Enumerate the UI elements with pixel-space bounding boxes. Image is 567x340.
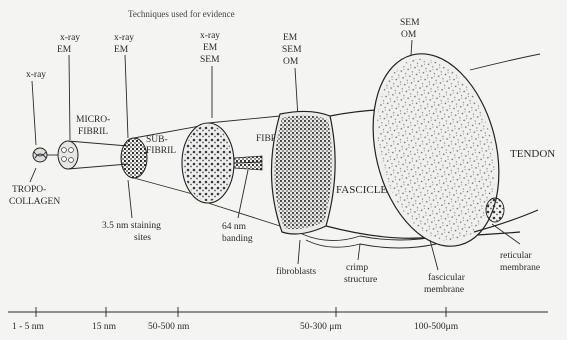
scale-label-3: 50-500 nm xyxy=(148,322,190,332)
leader-microfibril xyxy=(69,55,70,140)
scale-label-2: 15 nm xyxy=(92,322,117,332)
annotation-crimp-1: crimp xyxy=(346,263,368,273)
technique-fibril-3: SEM xyxy=(200,55,220,65)
label-fascicle: FASCICLE xyxy=(336,184,387,196)
annotation-staining-1: 3.5 nm staining xyxy=(102,221,161,231)
annotation-banding-2: banding xyxy=(222,234,253,244)
microfibril-shape xyxy=(58,141,128,169)
fibril-shape xyxy=(182,116,280,226)
technique-tendon-1: SEM xyxy=(400,18,420,28)
leader-tropocollagen xyxy=(32,81,36,145)
annotation-staining-2: sites xyxy=(134,233,151,243)
label-subfibril-2: FIBRIL xyxy=(146,146,176,156)
label-tropocollagen-2: COLLAGEN xyxy=(9,197,60,207)
technique-fascicle-3: OM xyxy=(283,57,299,67)
technique-tendon-2: OM xyxy=(401,30,417,40)
figure-title: Techniques used for evidence xyxy=(128,9,235,19)
technique-subfibril-1: x-ray xyxy=(114,33,134,43)
scale-label-1: 1 - 5 nm xyxy=(12,322,45,332)
technique-microfibril-1: x-ray xyxy=(60,33,80,43)
technique-fascicle-2: SEM xyxy=(282,45,302,55)
technique-subfibril-2: EM xyxy=(114,45,129,55)
scale-label-5: 100-500μm xyxy=(414,322,459,332)
technique-fibril-1: x-ray xyxy=(200,31,220,41)
label-tropocollagen-1: TROPO- xyxy=(12,185,46,195)
annotation-fascicular-2: membrane xyxy=(424,285,464,295)
technique-fibril-2: EM xyxy=(203,43,218,53)
label-subfibril-1: SUB- xyxy=(146,135,168,145)
annotation-reticular-1: reticular xyxy=(500,251,532,261)
scale-label-4: 50-300 μm xyxy=(300,322,342,332)
leader-subfibril xyxy=(125,55,128,138)
label-microfibril-2: FIBRIL xyxy=(78,127,108,137)
technique-microfibril-2: EM xyxy=(57,45,72,55)
technique-tropocollagen: x-ray xyxy=(26,70,46,80)
leader-tropocollagen-label xyxy=(30,168,36,182)
leader-staining xyxy=(128,180,132,218)
annotation-banding-1: 64 nm xyxy=(222,222,247,232)
annotation-fibroblasts: fibroblasts xyxy=(276,266,316,277)
leader-crimp xyxy=(358,244,360,260)
reticular-membrane-shape xyxy=(486,198,520,244)
leader-banding xyxy=(238,170,248,218)
leader-fibroblasts xyxy=(298,240,300,264)
technique-fascicle-1: EM xyxy=(283,33,298,43)
label-microfibril-1: MICRO- xyxy=(76,115,110,125)
annotation-fascicular-1: fascicular xyxy=(428,272,466,283)
annotation-reticular-2: membrane xyxy=(500,263,540,273)
leader-fascicle xyxy=(295,68,298,118)
annotation-crimp-2: structure xyxy=(344,275,377,285)
label-tendon: TENDON xyxy=(510,148,555,160)
tropocollagen-shape xyxy=(33,148,58,162)
